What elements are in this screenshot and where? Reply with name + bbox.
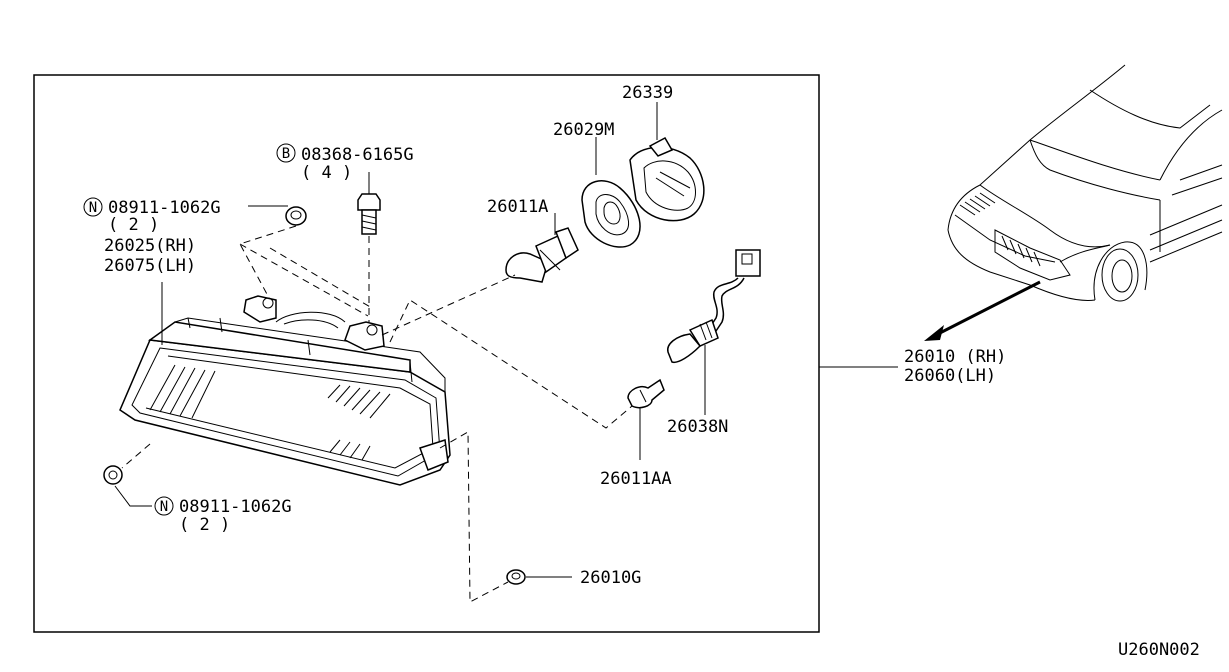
nut-top: [285, 206, 307, 226]
diagram-id: U260N002: [1118, 640, 1200, 660]
nut-top-prefix: N: [89, 200, 97, 216]
nut-top-quantity: ( 2 ): [108, 215, 159, 235]
bolt: [357, 193, 381, 235]
nut-bottom-quantity: ( 2 ): [179, 515, 230, 535]
bolt-part-number: 08368-6165G: [301, 145, 414, 165]
car-sketch: [947, 64, 1223, 302]
assembly-arrow: [933, 280, 1041, 338]
small-bulb-part-number: 26011AA: [600, 469, 672, 489]
clip-part-number: 26010G: [580, 568, 641, 588]
seal-part-number: 26029M: [553, 120, 614, 140]
assembly-lh-part-number: 26060(LH): [904, 366, 996, 386]
bolt-prefix-circle: [276, 143, 296, 163]
nut-bottom-prefix: N: [160, 499, 168, 515]
nut-bottom-part-number: 08911-1062G: [179, 497, 292, 517]
nut-top-prefix-circle: [83, 197, 103, 217]
bolt-prefix: B: [282, 146, 290, 162]
small-bulb: [627, 378, 665, 409]
halogen-bulb: [505, 227, 579, 283]
nut-top-part-number: 08911-1062G: [108, 198, 221, 218]
nut-bottom: [103, 465, 123, 485]
socket-harness: [667, 249, 761, 364]
lamp-rh-part-number: 26025(RH): [104, 236, 196, 256]
bulb-part-number: 26011A: [487, 197, 548, 217]
lamp-lh-part-number: 26075(LH): [104, 256, 196, 276]
lens-hatching: [149, 364, 391, 461]
headlamp-housing: [119, 295, 451, 486]
clip: [506, 569, 526, 585]
dust-cap: [629, 136, 705, 222]
diagram-frame: [33, 74, 820, 633]
cap-part-number: 26339: [622, 83, 673, 103]
socket-part-number: 26038N: [667, 417, 728, 437]
assembly-lines: [121, 225, 633, 603]
nut-bottom-prefix-circle: [154, 496, 174, 516]
bolt-quantity: ( 4 ): [301, 163, 352, 183]
assembly-rh-part-number: 26010 (RH): [904, 347, 1006, 367]
seal-ring: [581, 180, 641, 248]
